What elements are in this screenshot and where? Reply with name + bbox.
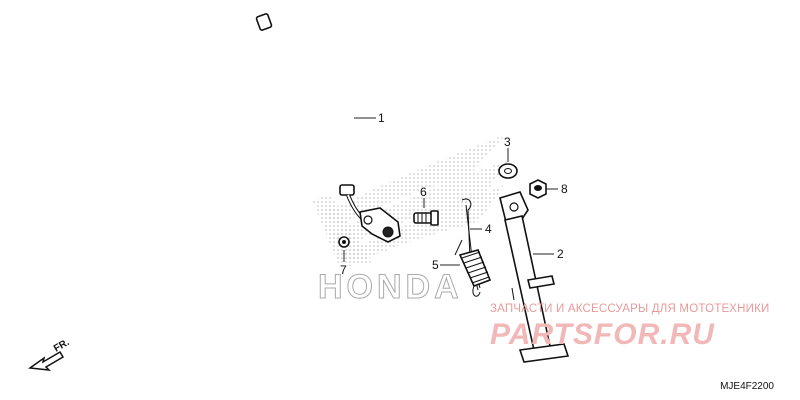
washer-part-3 [498,163,518,179]
spring-part-5 [454,239,492,297]
leader-lines [343,117,558,266]
side-stand-switch-harness [255,13,401,243]
nut-part-8 [529,179,547,199]
front-direction-label: FR. [52,337,72,355]
side-stand-part-2 [499,191,570,363]
front-direction-arrow: FR. [27,337,72,371]
callout-2: 2 [557,247,564,261]
honda-logo-text: HONDA [318,268,463,306]
callout-3: 3 [504,135,511,149]
callout-6: 6 [420,185,427,199]
callout-7: 7 [340,263,347,277]
watermark-caption: ЗАПЧАСТИ И АКСЕССУАРЫ ДЛЯ МОТОТЕХНИКИ [490,303,770,315]
watermark-brand: PARTSFOR.RU [490,318,715,351]
callout-5: 5 [432,258,439,272]
callout-4: 4 [485,222,492,236]
callout-1: 1 [378,111,385,125]
nut-part-7 [338,236,350,248]
callout-8: 8 [561,182,568,196]
bolt-part-6 [413,210,439,226]
drawing-code: MJE4F2200 [720,381,774,392]
